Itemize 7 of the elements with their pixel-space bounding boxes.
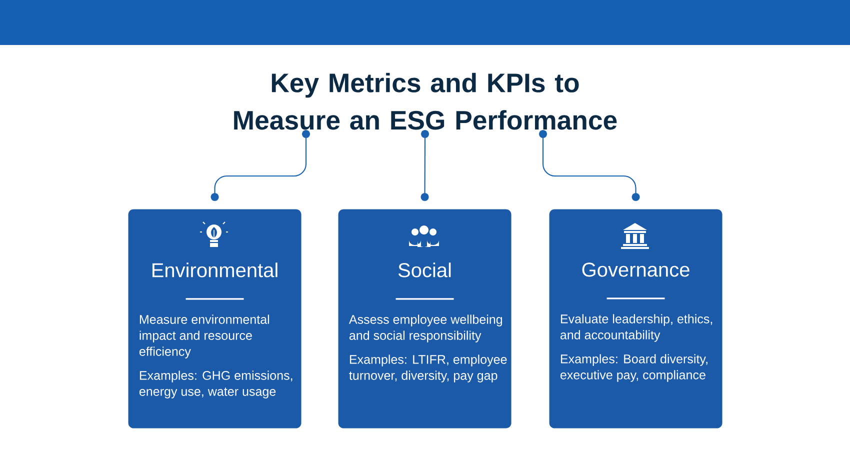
category-card: Social Assess employee wellbeing and social responsibility Examples: LTIFR, employee turnover, diversity, pay gap [338,209,512,428]
connector [210,130,310,201]
title: Key Metrics and KPIs to Measure an ESG Performance [234,72,617,130]
category-card: Governance Evaluate leadership, ethics, and accountability Examples: Board diversity, executive pay, compliance [549,209,722,428]
connector [539,130,640,201]
connector [420,130,429,201]
category-card: Environmental Measure environmental impact and resource efficiency Examples: GHG emissions, energy use, water usage [128,209,302,428]
